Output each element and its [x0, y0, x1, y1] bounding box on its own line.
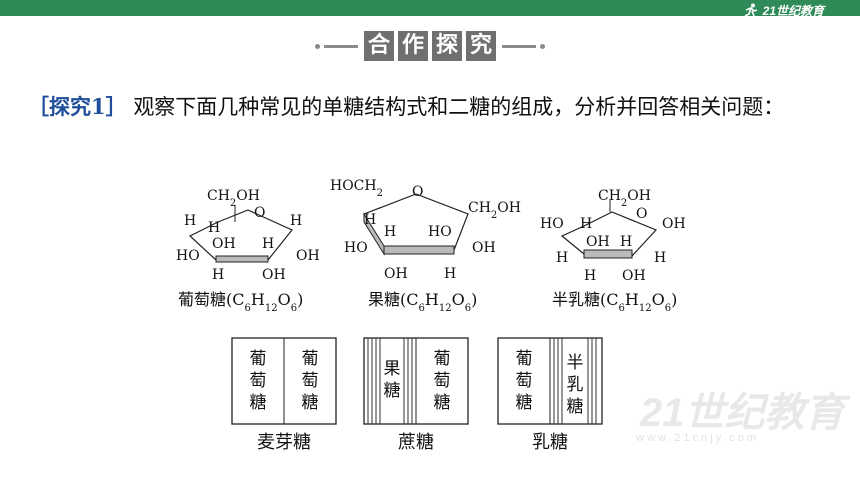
svg-text:H: H [262, 236, 274, 252]
section-title-char: 究 [466, 31, 496, 61]
svg-text:CH2OH: CH2OH [468, 200, 521, 221]
lactose-box: 葡萄糖 半乳糖 乳糖 [497, 337, 603, 453]
watermark-url: www.21cnjy.com [636, 432, 760, 444]
svg-text:萄: 萄 [302, 371, 319, 391]
question-paragraph: ［探究1］ 观察下面几种常见的单糖结构式和二糖的组成，分析并回答相关问题： [28, 86, 840, 128]
svg-text:OH: OH [662, 216, 686, 232]
svg-text:H: H [208, 220, 220, 236]
svg-text:葡: 葡 [302, 349, 319, 369]
svg-text:CH2OH: CH2OH [598, 188, 651, 209]
svg-text:HOCH2: HOCH2 [330, 178, 383, 199]
svg-text:半: 半 [567, 353, 584, 373]
watermark-logo: 21世纪教育 [640, 391, 845, 435]
section-banner: 合 作 探 究 [0, 28, 860, 64]
svg-text:H: H [212, 267, 224, 283]
svg-text:HO: HO [428, 224, 452, 240]
svg-text:OH: OH [586, 234, 610, 250]
maltose-label: 麦芽糖 [257, 432, 311, 453]
svg-text:葡: 葡 [434, 349, 451, 369]
section-title: 合 作 探 究 [364, 31, 496, 61]
svg-text:糖: 糖 [434, 393, 451, 413]
svg-text:HO: HO [344, 240, 368, 256]
runner-icon [744, 3, 757, 17]
galactose-label: 半乳糖(C6H12O6) [552, 290, 677, 314]
top-bar [0, 0, 860, 16]
svg-text:葡: 葡 [250, 349, 267, 369]
svg-text:萄: 萄 [516, 371, 533, 391]
section-title-char: 探 [432, 31, 462, 61]
svg-text:糖: 糖 [567, 397, 584, 417]
svg-text:糖: 糖 [302, 393, 319, 413]
brand-logo-text: 21世纪教育 [762, 3, 824, 18]
question-tag: ［探究1］ [28, 94, 127, 119]
section-title-char: 合 [364, 31, 394, 61]
svg-text:OH: OH [622, 268, 646, 284]
maltose-box: 葡萄糖 葡萄糖 麦芽糖 [231, 337, 337, 453]
svg-text:萄: 萄 [250, 371, 267, 391]
banner-left-ornament [315, 43, 358, 49]
section-title-char: 作 [398, 31, 428, 61]
svg-text:果: 果 [384, 359, 401, 379]
glucose-structure: CH2OH O H H H HO OH H OH H OH 葡萄糖(C6H12O… [176, 188, 320, 314]
svg-text:H: H [654, 250, 666, 266]
svg-text:萄: 萄 [434, 371, 451, 391]
sucrose-label: 蔗糖 [398, 432, 434, 453]
svg-text:O: O [254, 205, 265, 221]
fructose-label: 果糖(C6H12O6) [368, 290, 477, 314]
svg-text:H: H [384, 224, 396, 240]
fructose-structure: HOCH2 O CH2OH H H HO HO OH OH H 果糖(C6H12… [330, 178, 521, 314]
lactose-label: 乳糖 [532, 432, 568, 453]
svg-text:OH: OH [384, 266, 408, 282]
svg-text:H: H [556, 250, 568, 266]
svg-text:H: H [620, 234, 632, 250]
svg-text:OH: OH [262, 267, 286, 283]
svg-text:CH2OH: CH2OH [207, 188, 260, 209]
glucose-label: 葡萄糖(C6H12O6) [178, 290, 303, 314]
svg-text:HO: HO [540, 216, 564, 232]
svg-text:糖: 糖 [250, 393, 267, 413]
svg-text:葡: 葡 [516, 349, 533, 369]
svg-text:H: H [444, 266, 456, 282]
svg-text:H: H [584, 268, 596, 284]
sucrose-box: 果糖 葡萄糖 蔗糖 [363, 337, 469, 453]
galactose-structure: CH2OH O HO H OH OH H H H H OH 半乳糖(C6H12O… [540, 188, 686, 314]
svg-text:O: O [412, 184, 423, 200]
svg-text:OH: OH [212, 236, 236, 252]
svg-text:糖: 糖 [516, 393, 533, 413]
svg-text:H: H [184, 213, 196, 229]
svg-text:糖: 糖 [384, 381, 401, 401]
svg-text:H: H [580, 216, 592, 232]
svg-text:OH: OH [296, 248, 320, 264]
question-text: 观察下面几种常见的单糖结构式和二糖的组成，分析并回答相关问题： [133, 95, 785, 119]
svg-text:乳: 乳 [567, 375, 584, 395]
svg-text:HO: HO [176, 248, 200, 264]
brand-logo: 21世纪教育 [743, 0, 824, 20]
svg-text:OH: OH [472, 240, 496, 256]
banner-right-ornament [502, 43, 545, 49]
svg-text:H: H [364, 212, 376, 228]
svg-text:O: O [636, 206, 647, 222]
svg-text:H: H [290, 213, 302, 229]
